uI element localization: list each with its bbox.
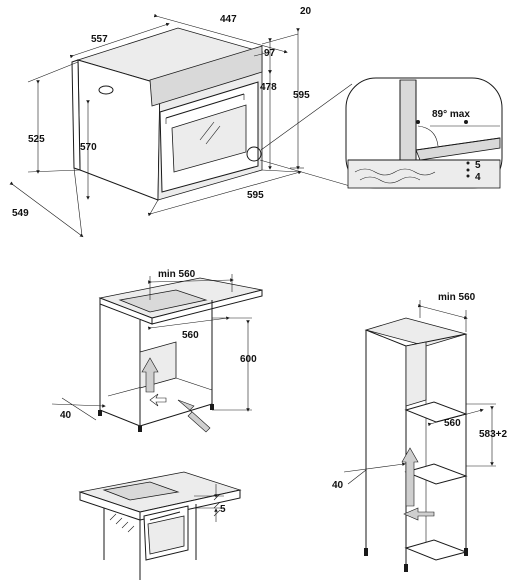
uc-height: 600 <box>240 354 257 365</box>
flush-dimensions <box>194 484 224 522</box>
oven-height-97: 97 <box>264 48 276 59</box>
detail-gap-4: 4 <box>475 172 481 183</box>
oven-height-478: 478 <box>260 82 277 93</box>
column-dimensions <box>343 300 496 485</box>
col-height: 583+2 <box>479 429 508 440</box>
oven-height-525: 525 <box>28 134 45 145</box>
col-depth: 40 <box>332 480 344 491</box>
hinge-detail <box>259 77 503 189</box>
oven-drawing <box>71 27 264 201</box>
oven-gap-top: 20 <box>300 6 312 17</box>
uc-min-width: min 560 <box>158 269 196 280</box>
col-width: 560 <box>444 418 461 429</box>
flush-gap: 5 <box>220 504 226 515</box>
oven-dimensions <box>9 13 304 238</box>
uc-depth: 40 <box>60 410 72 421</box>
oven-depth-549: 549 <box>12 208 29 219</box>
under-counter-cabinet <box>98 277 263 433</box>
oven-width-595: 595 <box>247 190 264 201</box>
column-cabinet <box>364 317 468 572</box>
uc-width: 560 <box>182 330 199 341</box>
detail-gap-5: 5 <box>475 160 481 171</box>
oven-height-595: 595 <box>293 90 310 101</box>
oven-height-570: 570 <box>80 142 97 153</box>
oven-depth-top: 557 <box>91 34 108 45</box>
under-counter-dimensions <box>51 274 252 421</box>
oven-width-top: 447 <box>220 14 237 25</box>
flush-installation <box>78 471 242 580</box>
col-min-width: min 560 <box>438 292 476 303</box>
detail-angle: 89° max <box>432 109 470 120</box>
